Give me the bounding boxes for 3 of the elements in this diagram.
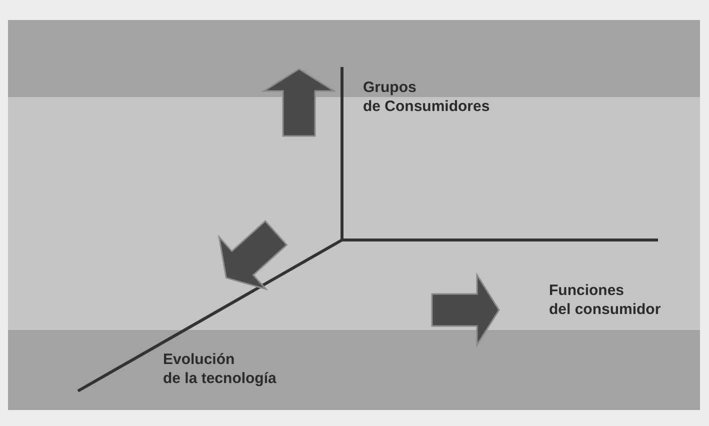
axis-label: Grupos de Consumidores [363,78,490,116]
axis-label: Funciones del consumidor [549,281,661,319]
axis-label: Evolución de la tecnología [163,350,276,388]
